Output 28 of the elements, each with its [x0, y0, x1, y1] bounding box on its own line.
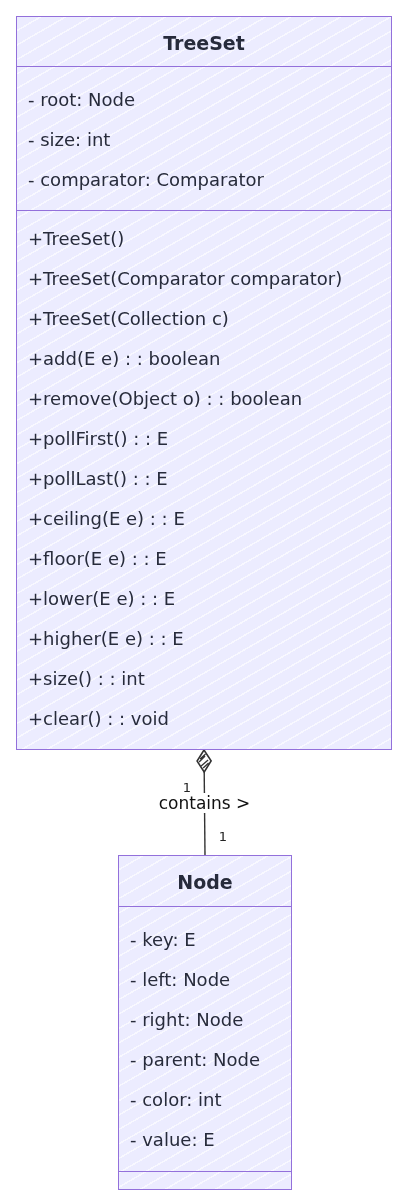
- method-text: +clear() : : void: [28, 707, 169, 731]
- method-text: +lower(E e) : : E: [28, 587, 176, 611]
- method-text: +pollFirst() : : E: [28, 427, 169, 451]
- class-box: [16, 16, 392, 750]
- method-text: +TreeSet(Comparator comparator): [28, 267, 343, 291]
- method-text: +add(E e) : : boolean: [28, 347, 221, 371]
- attribute-text: - root: Node: [28, 88, 136, 112]
- method-text: +higher(E e) : : E: [28, 627, 184, 651]
- class-box: [118, 855, 292, 1190]
- attribute-text: - key: E: [130, 928, 196, 952]
- attribute-text: - left: Node: [130, 968, 231, 992]
- attribute-text: - value: E: [130, 1128, 215, 1152]
- attribute-text: - color: int: [130, 1088, 222, 1112]
- method-text: +size() : : int: [28, 667, 145, 691]
- class-name: TreeSet: [163, 31, 245, 55]
- method-text: +TreeSet(Collection c): [28, 307, 229, 331]
- method-text: +floor(E e) : : E: [28, 547, 167, 571]
- multiplicity-label: 1: [182, 779, 192, 795]
- attribute-text: - parent: Node: [130, 1048, 260, 1072]
- multiplicity-label: 1: [218, 828, 228, 844]
- attribute-text: - right: Node: [130, 1008, 244, 1032]
- attribute-text: - size: int: [28, 128, 111, 152]
- method-text: +remove(Object o) : : boolean: [28, 387, 303, 411]
- method-text: +ceiling(E e) : : E: [28, 507, 185, 531]
- attribute-text: - comparator: Comparator: [28, 168, 264, 192]
- class-name: Node: [177, 870, 233, 894]
- method-text: +TreeSet(): [28, 227, 125, 251]
- method-text: +pollLast() : : E: [28, 467, 168, 491]
